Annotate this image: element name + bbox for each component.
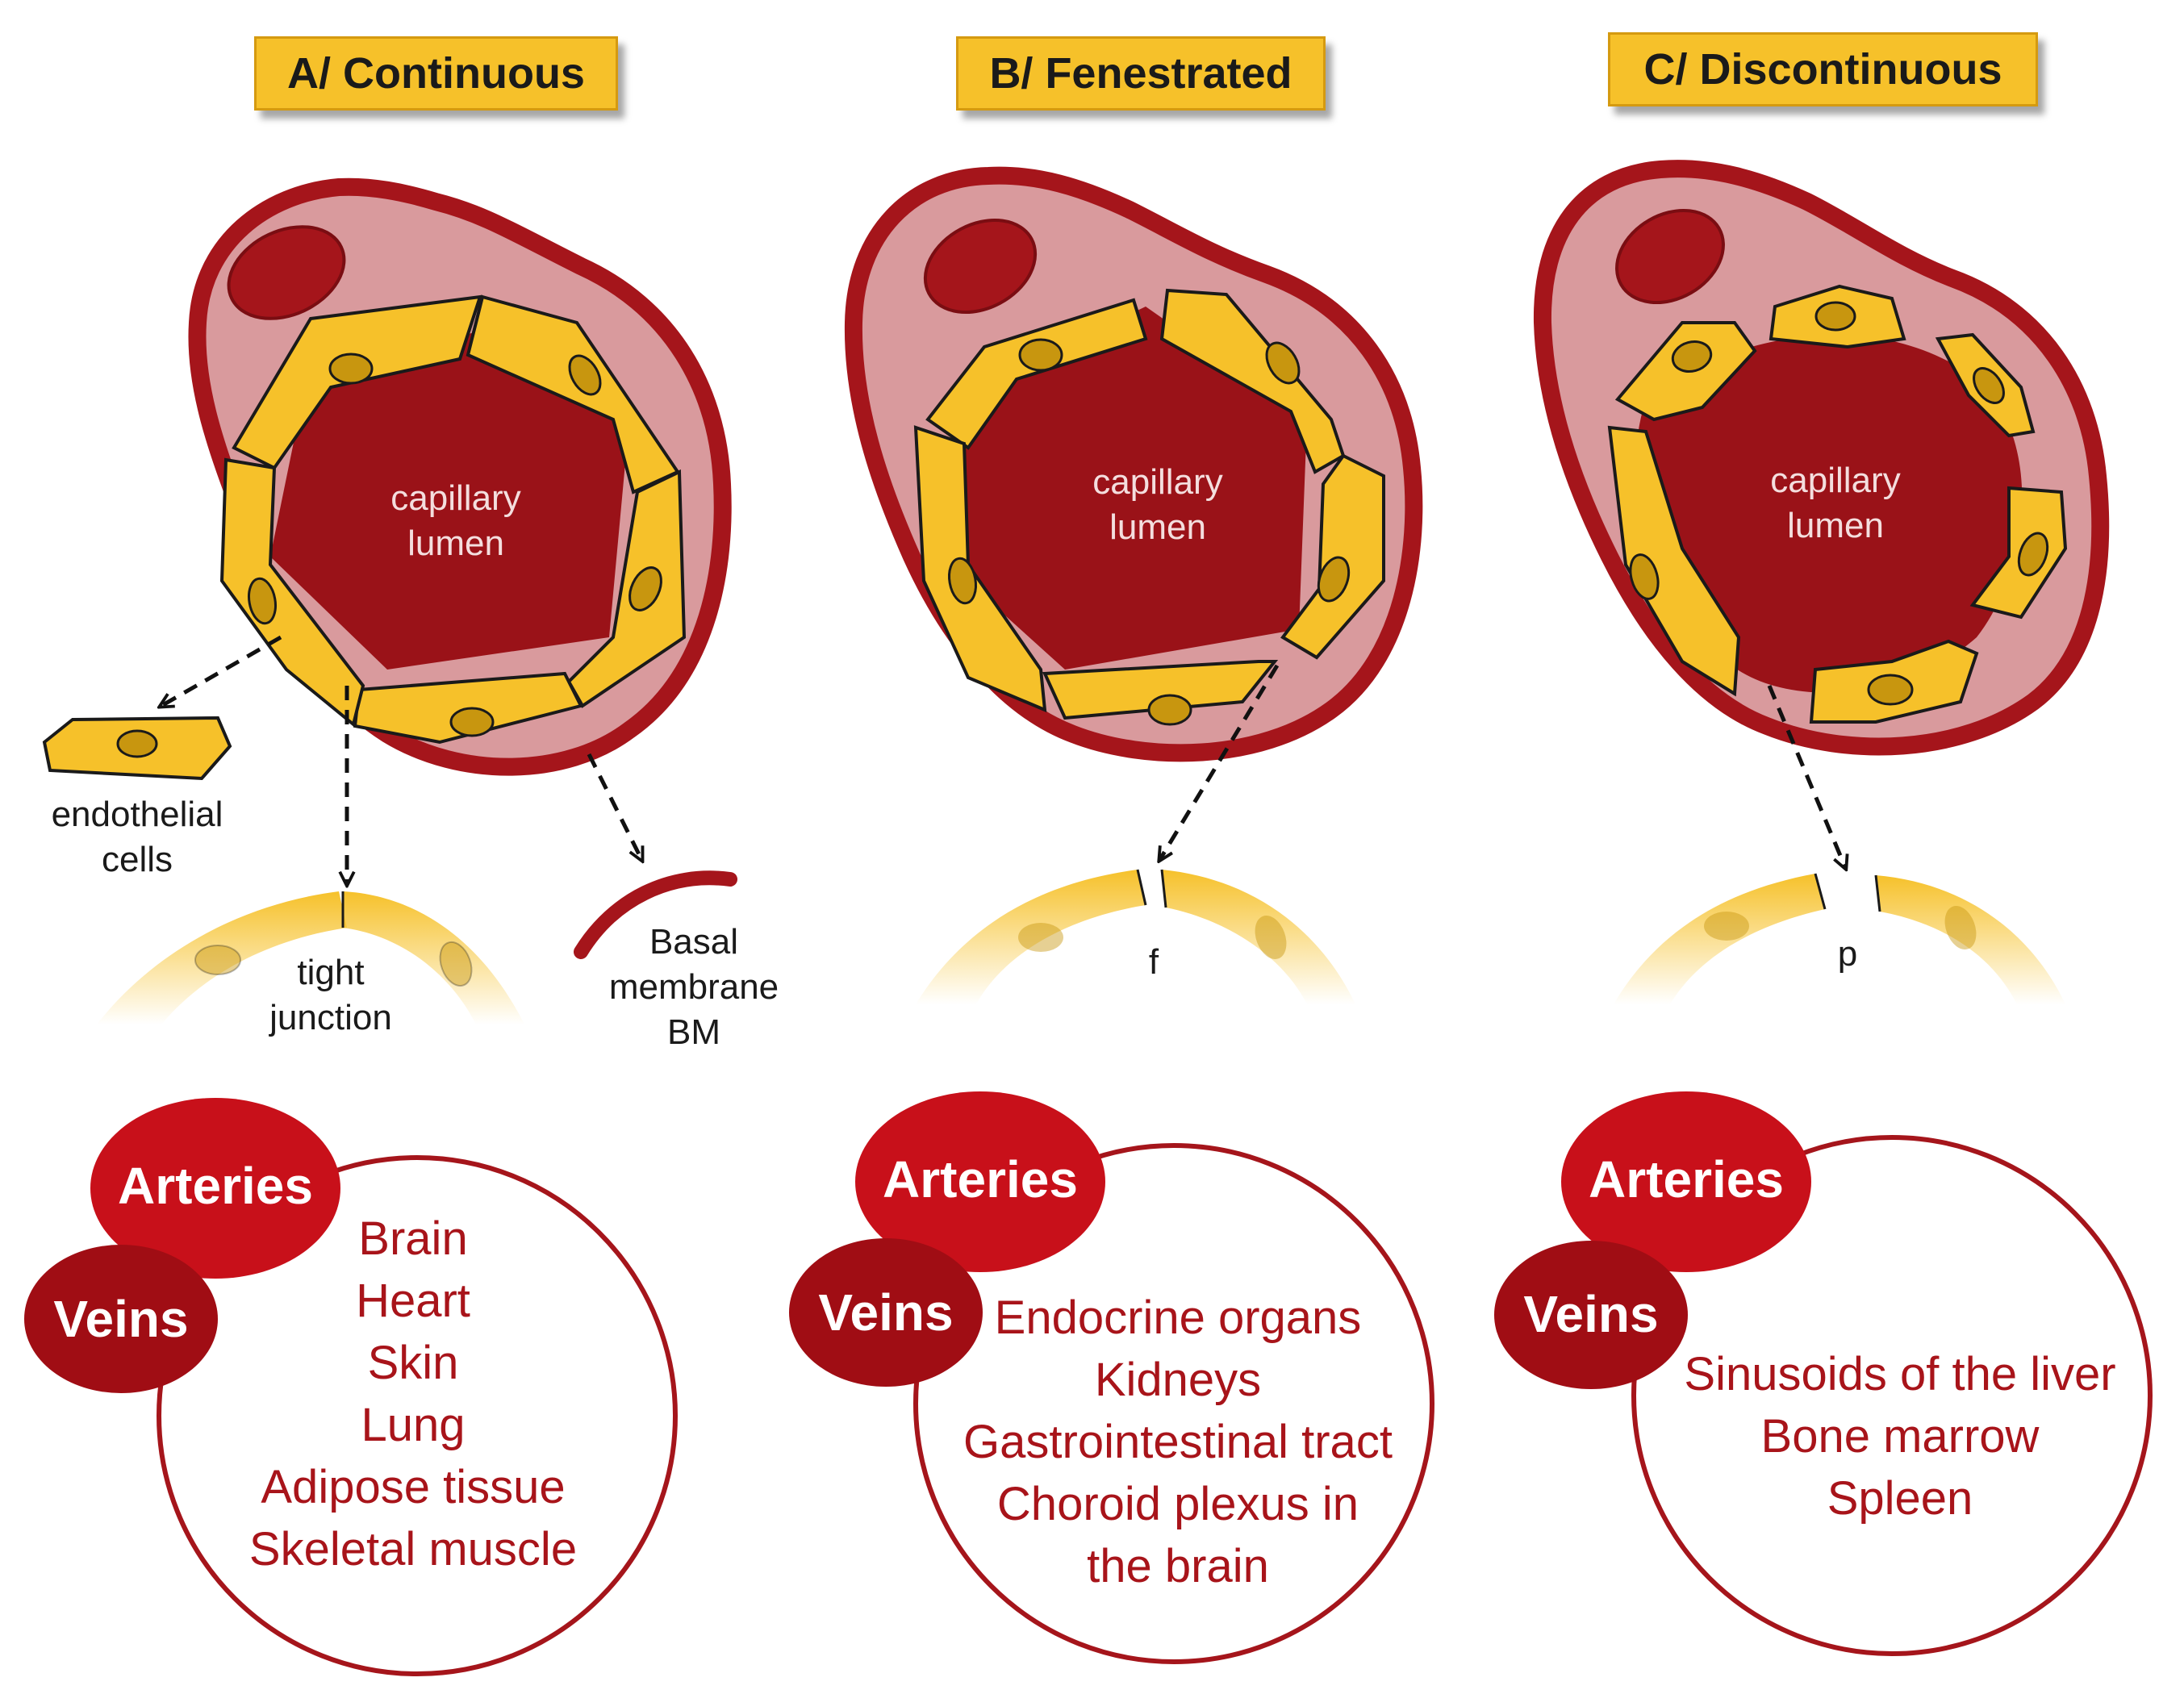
panel-c-tissue-circle (1494, 1091, 2153, 1656)
panel-b-tissue-list: Endocrine organs Kidneys Gastrointestina… (920, 1287, 1436, 1597)
arteries-oval (90, 1098, 340, 1279)
lumen (270, 331, 629, 670)
tissue-item: Choroid plexus in (996, 1478, 1359, 1530)
veins-oval (789, 1238, 983, 1387)
tissue-item: Brain (358, 1212, 468, 1265)
panel-a-veins-label: Veins (53, 1290, 189, 1348)
tissue-item: Gastrointestinal tract (963, 1416, 1393, 1468)
basal-membrane-label: Basal membrane BM (608, 922, 779, 1052)
panel-c-lumen-label: capillary lumen (1770, 461, 1901, 545)
panel-b-tissue-circle (789, 1091, 1434, 1664)
panel-c-capillary (1533, 160, 2110, 756)
panel-b-lumen-label: capillary lumen (1092, 462, 1223, 547)
tissue-item: Adipose tissue (261, 1461, 566, 1513)
lumen (940, 307, 1307, 670)
fenestra-label: f (1148, 942, 1159, 982)
panel-b-arteries-label: Arteries (883, 1150, 1078, 1208)
panel-c-title: C/ Discontinuous (1608, 32, 2038, 106)
red-blood-cell (1615, 208, 1725, 305)
panel-b-arrow (1160, 664, 1280, 859)
panel-c-veins-label: Veins (1523, 1285, 1659, 1343)
veins-oval (24, 1245, 218, 1393)
panel-a-title: A/ Continuous (254, 36, 618, 111)
endothelial-ring (913, 288, 1385, 720)
tissue-item: Sinusoids of the liver (1684, 1348, 2116, 1400)
endothelial-ring (1607, 284, 2068, 724)
lumen (1635, 335, 2023, 693)
red-blood-cell (227, 225, 346, 320)
panel-b-capillary (844, 166, 1423, 762)
red-blood-cell (923, 218, 1038, 315)
panel-a-arteries-label: Arteries (118, 1157, 313, 1215)
panel-c-tissue-list: Sinusoids of the liver Bone marrow Splee… (1638, 1343, 2162, 1529)
nuclei (248, 353, 662, 737)
isolated-endothelial-cell (42, 716, 232, 781)
tissue-item: the brain (1087, 1540, 1269, 1592)
tissue-item: Skeletal muscle (248, 1523, 578, 1575)
arteries-oval (855, 1091, 1105, 1272)
panel-a-arrows (161, 635, 641, 883)
tight-junction-label: tight junction (269, 953, 392, 1037)
tissue-item: Spleen (1827, 1472, 1973, 1525)
veins-oval (1494, 1241, 1688, 1389)
arteries-oval (1561, 1091, 1811, 1272)
tissue-item: Skin (367, 1337, 459, 1389)
pore-detail (1614, 873, 2065, 1004)
panel-b-title: B/ Fenestrated (956, 36, 1326, 111)
panel-c-arrow (1767, 685, 1845, 867)
panel-b-veins-label: Veins (818, 1283, 954, 1342)
tight-junction-detail (97, 891, 524, 1024)
tissue-item: Heart (356, 1275, 470, 1327)
tissue-item: Endocrine organs (994, 1291, 1362, 1344)
panel-c-arteries-label: Arteries (1589, 1150, 1784, 1208)
panel-a-capillary (188, 177, 732, 776)
nuclei (1629, 301, 2049, 706)
fenestra-detail (916, 869, 1355, 1004)
basal-membrane-arc (574, 870, 737, 959)
nuclei (948, 338, 1351, 726)
pore-label: p (1837, 934, 1858, 974)
tissue-item: Kidneys (1094, 1354, 1262, 1406)
panel-a-tissue-list: Brain Heart Skin Lung Adipose tissue Ske… (208, 1208, 618, 1580)
endothelial-cells-label: endothelial cells (51, 795, 223, 879)
panel-a-lumen-label: capillary lumen (390, 478, 521, 563)
tissue-item: Lung (361, 1399, 466, 1451)
tissue-item: Bone marrow (1760, 1410, 2040, 1463)
panel-a-tissue-circle (24, 1098, 678, 1676)
